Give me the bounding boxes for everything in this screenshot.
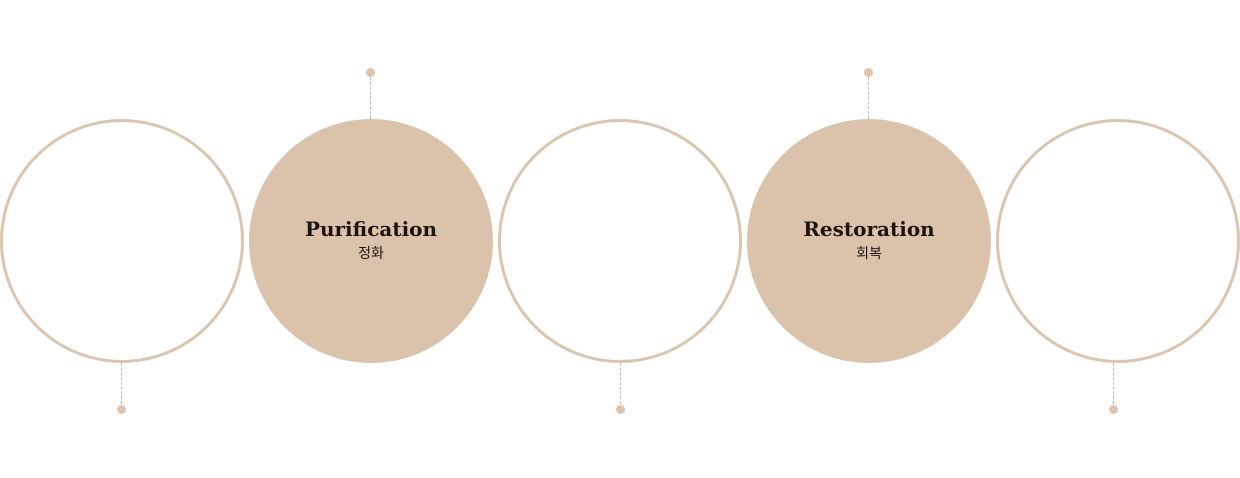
top-connector-line: [370, 77, 371, 119]
top-marker-dot: [864, 68, 873, 77]
bottom-marker-dot: [117, 405, 126, 414]
stage-title: Purification: [304, 217, 438, 241]
bottom-connector-line: [1113, 363, 1114, 404]
stage-circle-1: [0, 119, 244, 363]
bottom-connector-line: [121, 363, 122, 404]
top-marker-dot: [366, 68, 375, 77]
bottom-connector-line: [620, 363, 621, 404]
stage-circle-restoration: Restoration 회복: [747, 119, 991, 363]
stage-subtitle: 정화: [358, 246, 384, 262]
bottom-marker-dot: [616, 405, 625, 414]
stage-circle-5: [996, 119, 1240, 363]
stage-subtitle: 회복: [856, 246, 882, 262]
stage-circle-3: [498, 119, 742, 363]
stage-circle-purification: Purification 정화: [249, 119, 493, 363]
stage-title: Restoration: [803, 217, 935, 241]
bottom-marker-dot: [1109, 405, 1118, 414]
top-connector-line: [868, 77, 869, 119]
